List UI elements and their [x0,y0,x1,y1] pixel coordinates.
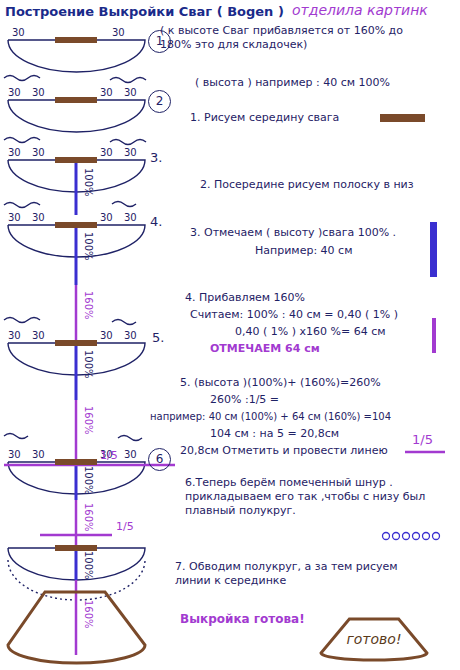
note-text: Выкройка готова! [180,612,305,627]
note-text: 260% :1/5 = [210,393,279,407]
dimension: 30 [124,449,137,462]
step-text: 5. (высота )(100%)+ (160%)=260% [180,376,381,390]
step-text: 4. Прибавляем 160% [185,291,305,305]
note-text: например: 40 см (100%) + 64 см (160%) =1… [150,411,391,424]
color-sample [380,114,425,122]
dimension: 30 [32,330,45,343]
percent-mark: 160% [82,503,95,532]
handwritten-note: отделила картинк [292,2,428,20]
color-sample [432,318,436,353]
dimension: 30 [32,147,45,160]
step-number: 5. [152,330,164,346]
percent-mark: 100% [82,232,95,261]
dimension: 30 [12,27,25,40]
dimension: 30 [124,87,137,100]
percent-mark: 100% [82,168,95,197]
dimension: 30 [8,449,21,462]
dimension: 30 [112,27,125,40]
circled-number: 6 [148,448,171,471]
wave-line [4,76,146,83]
dimension: 30 [100,212,113,225]
dimension: 30 [8,330,21,343]
dimension: 30 [100,147,113,160]
note-text: 20,8см Отметить и провести линею [180,444,388,458]
wave-line [4,202,136,208]
percent-mark: 160% [82,600,95,629]
color-sample [430,222,437,277]
wave-line [4,434,142,441]
note-text: ( высота ) например : 40 см 100% [195,76,390,90]
title: Построение Выкройки Сваг ( Bogen ) [5,4,284,20]
note-text: ( к высоте Сваг прибавляется от 160% до … [160,24,435,52]
dimension: 30 [8,147,21,160]
step-number: 3. [150,150,162,166]
dimension: 30 [32,212,45,225]
callout-number: 2 [156,94,164,108]
callout-number: 1 [156,34,164,48]
circled-number: 2 [148,90,171,113]
middle-bar [55,37,425,551]
loop-marks [383,533,440,540]
note-text: Например: 40 см [255,244,352,258]
sketch-text: готово! [346,631,401,648]
step-text: 3. Отмечаем ( высоту )свага 100% . [190,226,396,240]
callout-number: 6 [156,452,164,466]
dimension: 30 [100,330,113,343]
note-text: Считаем: 100% : 40 см = 0,40 ( 1% ) [190,308,398,322]
percent-mark: 100% [82,551,95,580]
pattern-sketch: готово! [318,616,430,663]
wave-line [4,138,146,145]
percent-mark: 160% [82,406,95,435]
addition-line [4,285,445,655]
step-text: 1. Рисуем середину свага [190,111,339,125]
step-text: 7. Обводим полукруг, а за тем рисуем лин… [175,560,420,588]
step-text: 2. Посередине рисуем полоску в низ [200,178,414,192]
step-text: 6.Теперь берём помеченный шнур . приклад… [185,476,440,517]
swag-semicircle [8,548,145,580]
finished-pattern [8,592,145,663]
percent-mark: 100% [82,466,95,495]
wave-line [4,318,136,325]
dimension: 30 [8,212,21,225]
percent-mark: 100% [82,350,95,379]
dimension: 30 [124,330,137,343]
fraction-mark: 1/5 [100,449,118,463]
dimension: 30 [100,87,113,100]
dimension: 30 [124,212,137,225]
circled-number: 1 [148,30,171,53]
swag-semicircle [8,100,145,132]
note-text: ОТМЕЧАЕМ 64 см [210,342,320,356]
note-text: 0,40 ( 1% ) x160 %= 64 см [235,325,386,339]
fraction-mark: 1/5 [116,520,134,534]
note-text: 104 см : на 5 = 20,8см [210,427,339,441]
dimension: 30 [32,87,45,100]
fraction-mark: 1/5 [412,432,433,448]
percent-mark: 160% [82,291,95,320]
dimension: 30 [32,449,45,462]
dimension: 30 [124,147,137,160]
swag-semicircle [8,40,145,72]
step-number: 4. [150,214,162,230]
dimension: 30 [8,87,21,100]
